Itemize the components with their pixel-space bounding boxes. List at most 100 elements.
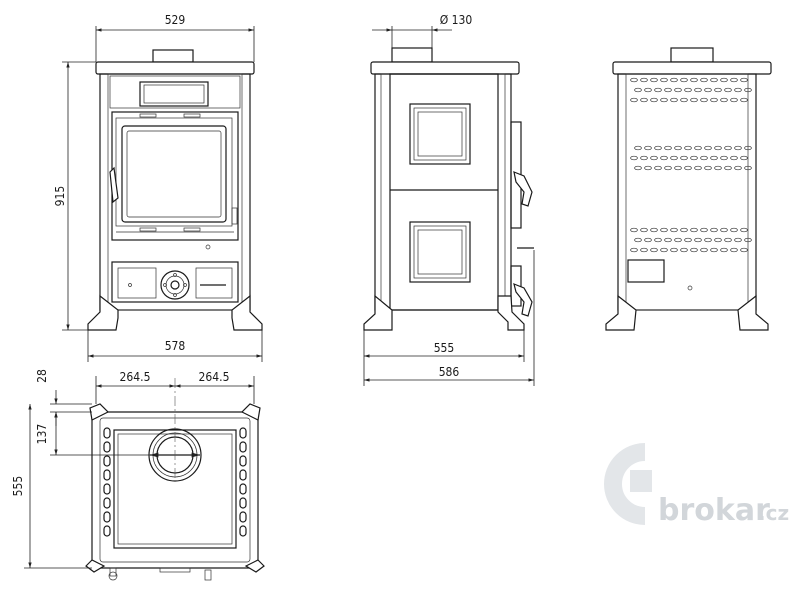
vent-hole <box>650 227 658 233</box>
vent-hole <box>720 97 728 103</box>
vent-hole <box>704 165 712 171</box>
dim-top-depth: 555 <box>11 476 25 497</box>
vent-hole <box>694 87 702 93</box>
vent-hole <box>634 237 642 243</box>
front-dimensions: 529 915 578 <box>53 13 263 362</box>
side-view <box>363 47 534 331</box>
vent-hole <box>660 227 668 233</box>
vent-hole <box>710 227 718 233</box>
vent-hole <box>654 87 662 93</box>
top-slot <box>103 511 111 523</box>
vent-hole <box>630 227 638 233</box>
dim-top-half-right: 264.5 <box>199 370 230 384</box>
vent-hole <box>730 77 738 83</box>
top-slot <box>103 455 111 467</box>
vent-hole <box>744 145 752 151</box>
vent-hole <box>664 87 672 93</box>
top-slot <box>239 427 247 439</box>
vent-hole <box>694 165 702 171</box>
side-dimensions: Ø 130 555 586 <box>363 13 535 386</box>
vent-hole <box>640 155 648 161</box>
vent-hole <box>734 165 742 171</box>
vent-hole <box>700 227 708 233</box>
vent-hole <box>634 87 642 93</box>
vent-hole <box>714 145 722 151</box>
vent-hole <box>730 155 738 161</box>
vent-hole <box>724 145 732 151</box>
vent-hole <box>654 145 662 151</box>
vent-hole <box>740 97 748 103</box>
vent-hole <box>644 87 652 93</box>
top-slot <box>239 525 247 537</box>
vent-hole <box>684 165 692 171</box>
vent-hole <box>714 87 722 93</box>
vent-hole <box>634 145 642 151</box>
vent-hole <box>650 155 658 161</box>
vent-hole <box>710 155 718 161</box>
vent-hole <box>650 97 658 103</box>
vent-hole <box>700 155 708 161</box>
vent-hole <box>724 237 732 243</box>
vent-hole <box>640 77 648 83</box>
brand-name: brokar <box>658 493 770 528</box>
top-slot <box>103 525 111 537</box>
vent-hole <box>650 247 658 253</box>
vent-hole <box>674 145 682 151</box>
vent-hole <box>670 247 678 253</box>
vent-hole <box>744 237 752 243</box>
vent-hole <box>714 237 722 243</box>
vent-hole <box>690 247 698 253</box>
vent-hole <box>644 165 652 171</box>
vent-hole <box>734 237 742 243</box>
top-slot <box>103 441 111 453</box>
top-slot <box>103 483 111 495</box>
vent-hole <box>680 247 688 253</box>
vent-hole <box>740 77 748 83</box>
top-dimensions: 264.5 264.5 28 137 555 <box>11 369 255 569</box>
vent-hole <box>720 247 728 253</box>
vent-hole <box>690 97 698 103</box>
top-slot <box>239 469 247 481</box>
vent-hole <box>720 77 728 83</box>
vent-hole <box>734 87 742 93</box>
vent-hole <box>694 145 702 151</box>
vent-hole <box>690 227 698 233</box>
vent-hole <box>640 97 648 103</box>
vent-hole <box>650 77 658 83</box>
vent-hole <box>700 77 708 83</box>
dim-top-half-left: 264.5 <box>120 370 151 384</box>
top-slot <box>103 497 111 509</box>
vent-hole <box>660 77 668 83</box>
vent-hole <box>644 145 652 151</box>
vent-hole <box>724 165 732 171</box>
vent-hole <box>694 237 702 243</box>
vent-hole <box>724 87 732 93</box>
vent-hole <box>720 155 728 161</box>
vent-hole <box>730 227 738 233</box>
vent-hole <box>664 145 672 151</box>
vent-hole <box>670 97 678 103</box>
vent-hole <box>640 227 648 233</box>
dim-side-overall-depth: 586 <box>439 365 460 379</box>
vent-hole <box>704 87 712 93</box>
vent-hole <box>674 237 682 243</box>
vent-hole <box>670 77 678 83</box>
vent-hole <box>660 247 668 253</box>
vent-hole <box>690 77 698 83</box>
top-view <box>85 378 265 581</box>
vent-hole <box>714 165 722 171</box>
top-slot <box>239 497 247 509</box>
vent-hole <box>730 247 738 253</box>
vent-hole <box>634 165 642 171</box>
vent-hole <box>680 77 688 83</box>
top-slot <box>239 511 247 523</box>
top-slot <box>239 441 247 453</box>
dim-front-top-width: 529 <box>165 13 186 27</box>
vent-hole <box>744 87 752 93</box>
vent-hole <box>730 97 738 103</box>
vent-hole <box>670 227 678 233</box>
vent-hole <box>680 155 688 161</box>
vent-hole <box>740 155 748 161</box>
vent-hole <box>640 247 648 253</box>
